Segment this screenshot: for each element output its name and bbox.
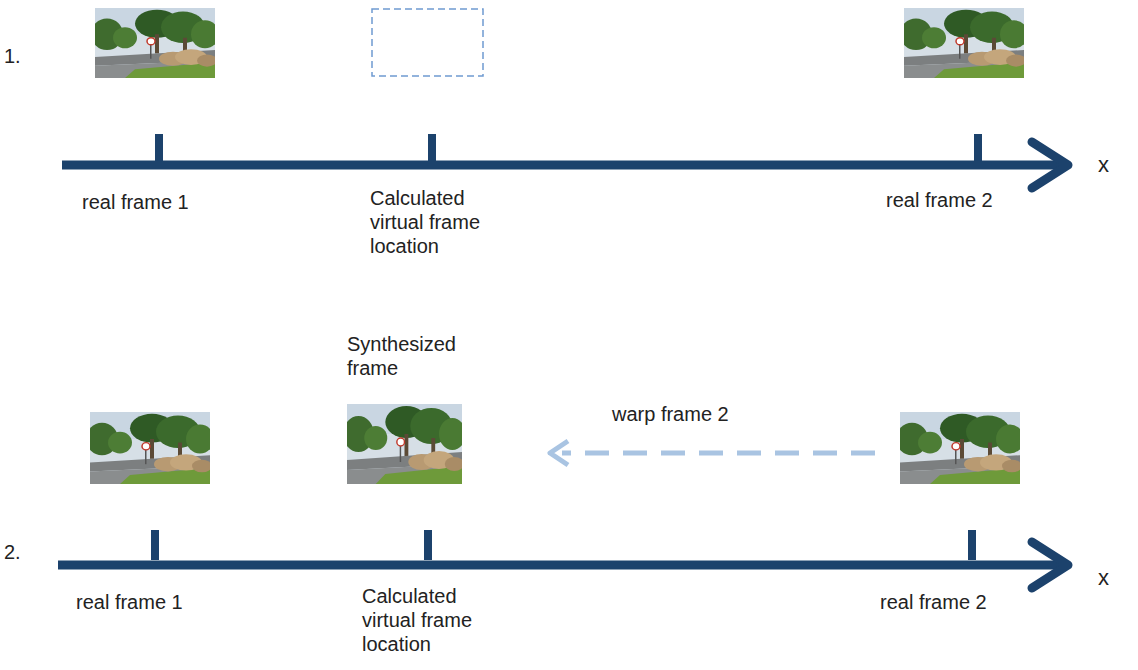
- tick-mark: [974, 134, 982, 164]
- axis-line: [58, 561, 1064, 570]
- frame-heading: Synthesized frame: [347, 332, 477, 380]
- synthesized-photo: [343, 404, 466, 484]
- axis-name: x: [1098, 152, 1128, 178]
- photo-frame: [896, 412, 1024, 484]
- photo-frame: [900, 8, 1028, 78]
- warp-arrow-shaft: [562, 451, 875, 456]
- axis-arrowhead: [1032, 142, 1068, 188]
- tick-mark: [424, 530, 432, 560]
- axis-label: real frame 1: [76, 590, 236, 614]
- axis-name: x: [1098, 565, 1128, 591]
- axis-label: Calculated virtual frame location: [370, 186, 510, 258]
- axis-line: [62, 161, 1064, 170]
- arrow-label: warp frame 2: [612, 402, 772, 426]
- empty-frame: [372, 9, 483, 76]
- photo-frame: [91, 8, 219, 78]
- panel-number: 1.: [4, 44, 44, 68]
- axis-arrowhead: [1032, 542, 1068, 588]
- panel-number: 2.: [4, 540, 44, 564]
- tick-mark: [155, 134, 163, 164]
- photo-frame: [86, 412, 214, 484]
- axis-label: real frame 1: [82, 190, 242, 214]
- axis-label: Calculated virtual frame location: [362, 584, 502, 656]
- tick-mark: [151, 530, 159, 560]
- warp-arrowhead: [550, 441, 568, 465]
- tick-mark: [968, 530, 976, 560]
- axis-label: real frame 2: [886, 188, 1046, 212]
- tick-mark: [428, 134, 436, 164]
- axis-label: real frame 2: [880, 590, 1040, 614]
